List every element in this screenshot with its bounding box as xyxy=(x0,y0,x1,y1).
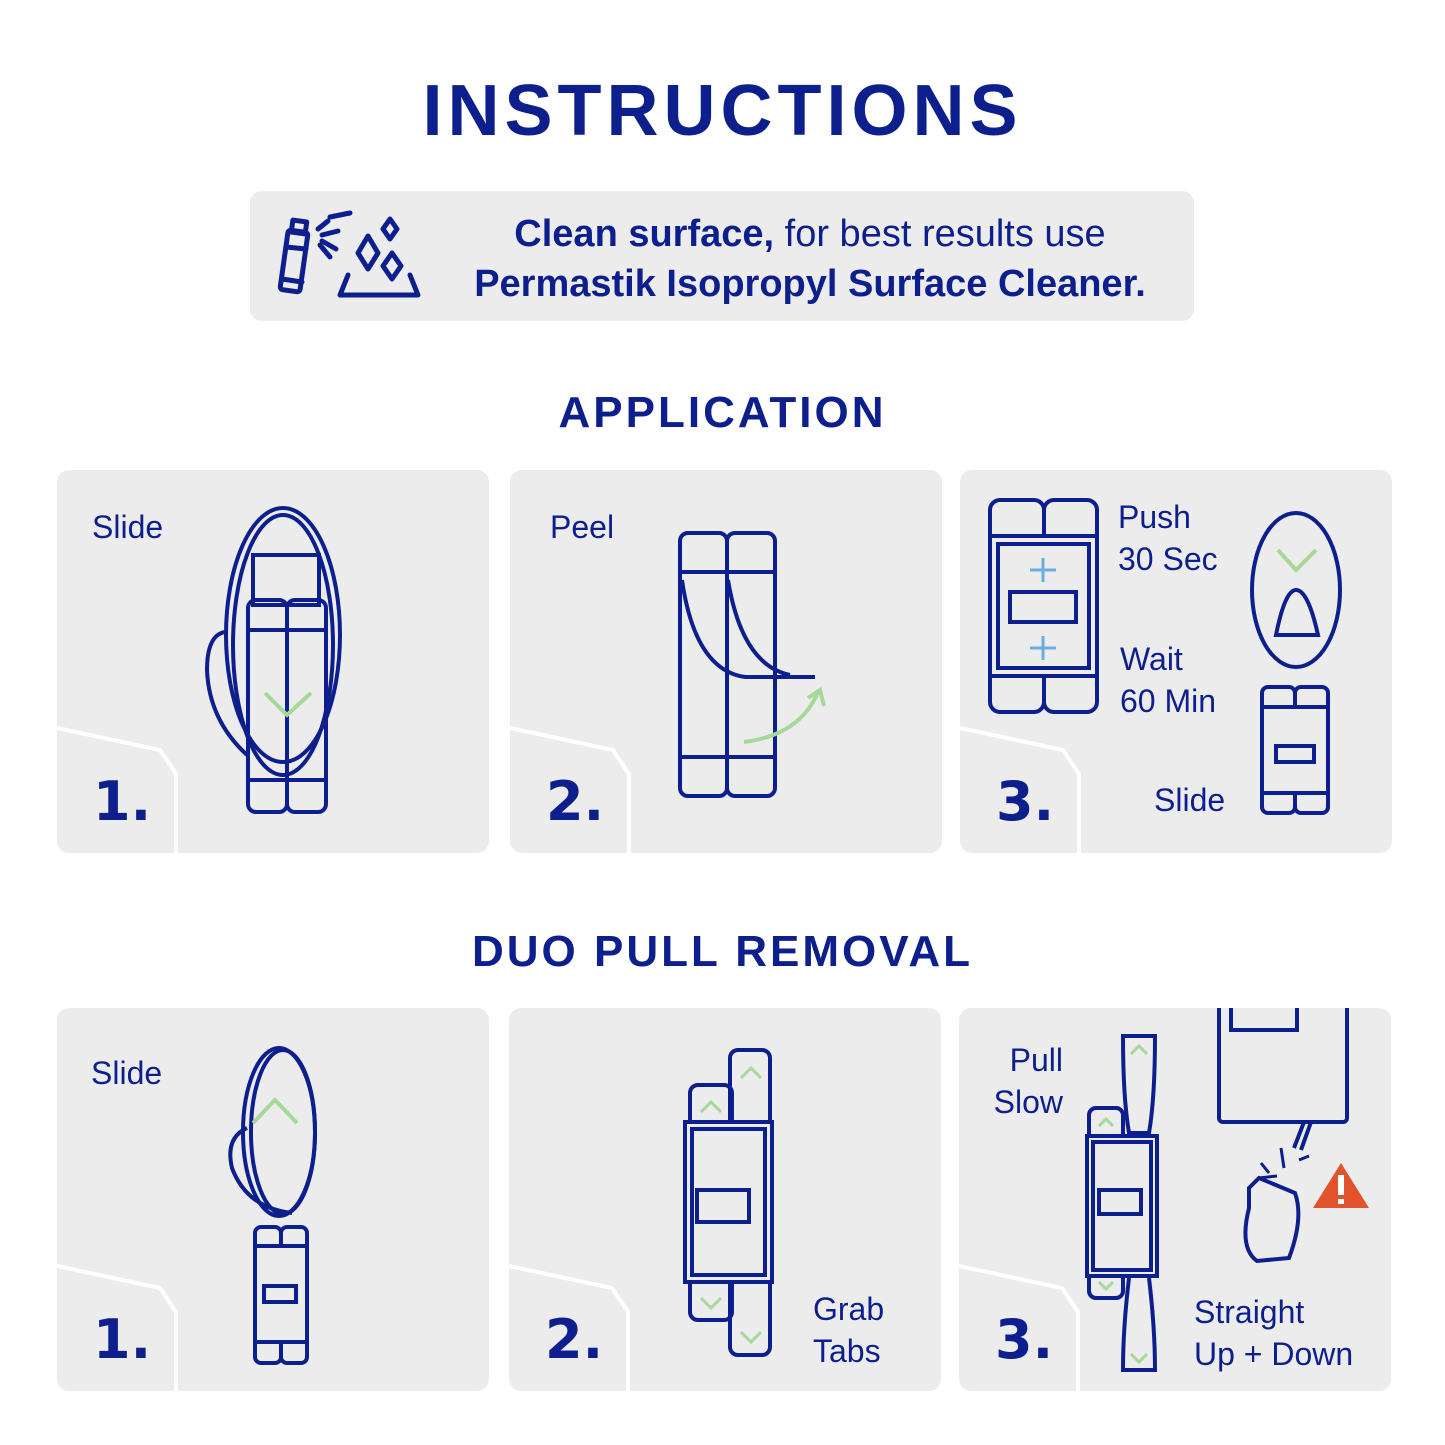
warning-icon xyxy=(1313,1163,1369,1208)
application-step-1: Slide 1. xyxy=(57,470,489,853)
step-number: 2. xyxy=(546,770,605,833)
grab-tabs-illustration xyxy=(509,1048,774,1391)
removal-heading: DUO PULL REMOVAL xyxy=(471,927,974,976)
step-number: 2. xyxy=(545,1308,604,1371)
slide-off-illustration xyxy=(57,1046,317,1391)
pull-slow-illustration xyxy=(959,1008,1369,1391)
slide-on-hook-illustration xyxy=(57,506,342,853)
step-number: 1. xyxy=(93,770,152,833)
removal-step-1: Slide 1. xyxy=(57,1008,489,1391)
banner-text: for best results use xyxy=(774,213,1106,255)
step-number: 3. xyxy=(995,1308,1054,1371)
slide-label: Slide xyxy=(1154,782,1226,818)
step-label: Slide xyxy=(92,509,164,545)
peel-liner-illustration xyxy=(510,531,826,853)
page-title: INSTRUCTIONS xyxy=(422,71,1023,151)
application-heading: APPLICATION xyxy=(558,388,887,437)
push-wait-slide-illustration xyxy=(960,498,1342,853)
step-number: 1. xyxy=(93,1308,152,1371)
banner-product: Permastik Isopropyl Surface Cleaner. xyxy=(474,263,1146,305)
step-number: 3. xyxy=(996,770,1055,833)
cleaning-banner: Clean surface, for best results use Perm… xyxy=(250,191,1194,321)
step-label: Peel xyxy=(550,509,615,545)
spray-cleaner-icon xyxy=(277,210,421,298)
banner-bold: Clean surface, xyxy=(514,213,775,255)
step-label: Slide xyxy=(91,1055,163,1091)
application-step-2: Peel 2. xyxy=(510,470,942,853)
